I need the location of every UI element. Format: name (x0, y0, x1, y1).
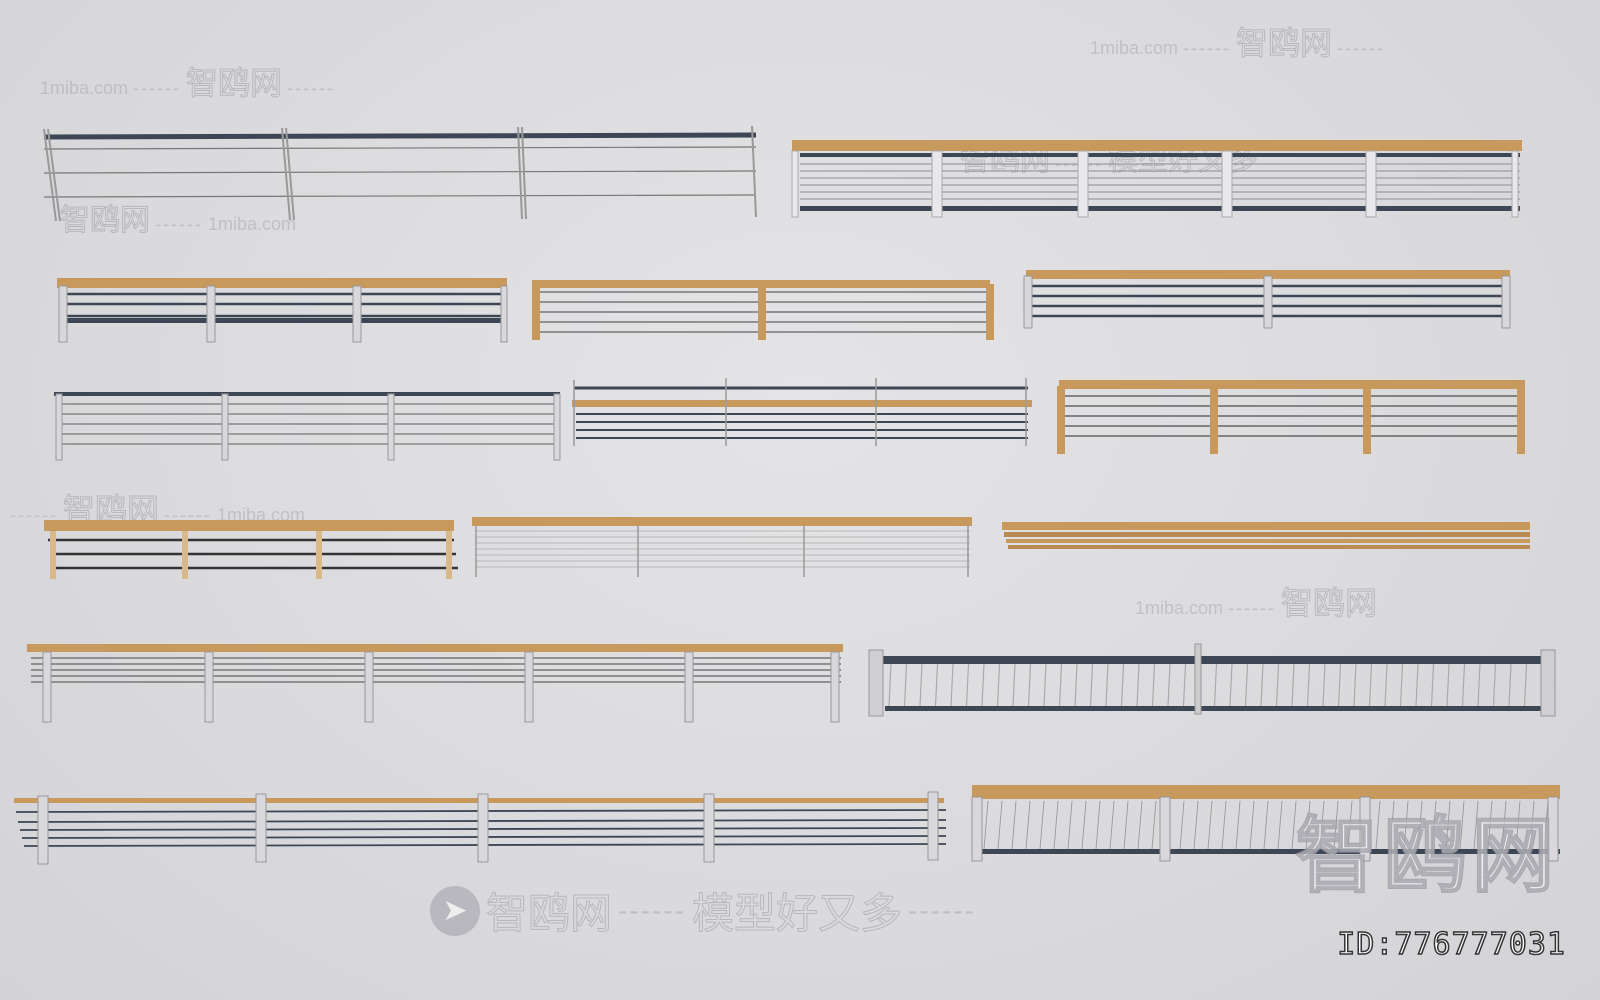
bottom-watermark: ➤ 智鸥网 ------ 模型好又多 ------ (430, 880, 976, 941)
watermark-row-2: 1miba.com ------ 智鸥网 ------ (1090, 18, 1385, 64)
railing-4-wood-posts (530, 278, 1000, 343)
watermark-brand: 智鸥网 (186, 64, 283, 103)
bird-icon: ➤ (430, 885, 480, 936)
watermark-dashes: ------ (907, 894, 976, 926)
railing-8-wood-wood-posts (1055, 378, 1535, 458)
railing-15-vertical-cables (970, 783, 1570, 868)
watermark-site: 1miba.com (1090, 38, 1179, 58)
watermark-slogan: 模型好又多 (691, 889, 902, 939)
watermark-dashes: ------ (618, 894, 686, 926)
model-id-label: ID:776777031 (1337, 926, 1566, 963)
watermark-dashes: ------ (1337, 38, 1386, 58)
watermark-row-4: 1miba.com ------ 智鸥网 (1135, 578, 1378, 624)
watermark-site: 1miba.com (40, 78, 129, 98)
railing-7-wood-shelf (570, 376, 1040, 451)
railing-13-vertical-balusters (865, 640, 1565, 720)
watermark-dashes: ------ (133, 78, 182, 98)
watermark-row-1: 1miba.com ------ 智鸥网 ------ (40, 58, 335, 104)
watermark-site: 1miba.com (1135, 598, 1224, 618)
railing-5-wood-steel-frame (1022, 268, 1522, 333)
watermark-dashes: ------ (1228, 598, 1277, 618)
railing-11-wood-slats (1000, 520, 1540, 560)
watermark-brand: 智鸥网 (485, 889, 613, 939)
railing-1-steel-cable (40, 125, 770, 225)
railing-14-clamp-posts (12, 790, 962, 870)
watermark-brand: 智鸥网 (1236, 24, 1333, 63)
railing-10-fine-cables (470, 515, 990, 585)
railing-9-wood-3bars (42, 518, 462, 583)
watermark-dashes: ------ (287, 78, 336, 98)
railing-6-steel-horizontal (50, 390, 570, 465)
big-brand-watermark: 智鸥网 (1295, 808, 1560, 905)
railing-12-bracket-posts (25, 642, 855, 727)
watermark-brand: 智鸥网 (1281, 584, 1378, 623)
railing-2-wood-horizontal (790, 138, 1530, 223)
watermark-dashes: ------ (1183, 38, 1232, 58)
railing-3-wood-steel-posts (55, 276, 515, 346)
